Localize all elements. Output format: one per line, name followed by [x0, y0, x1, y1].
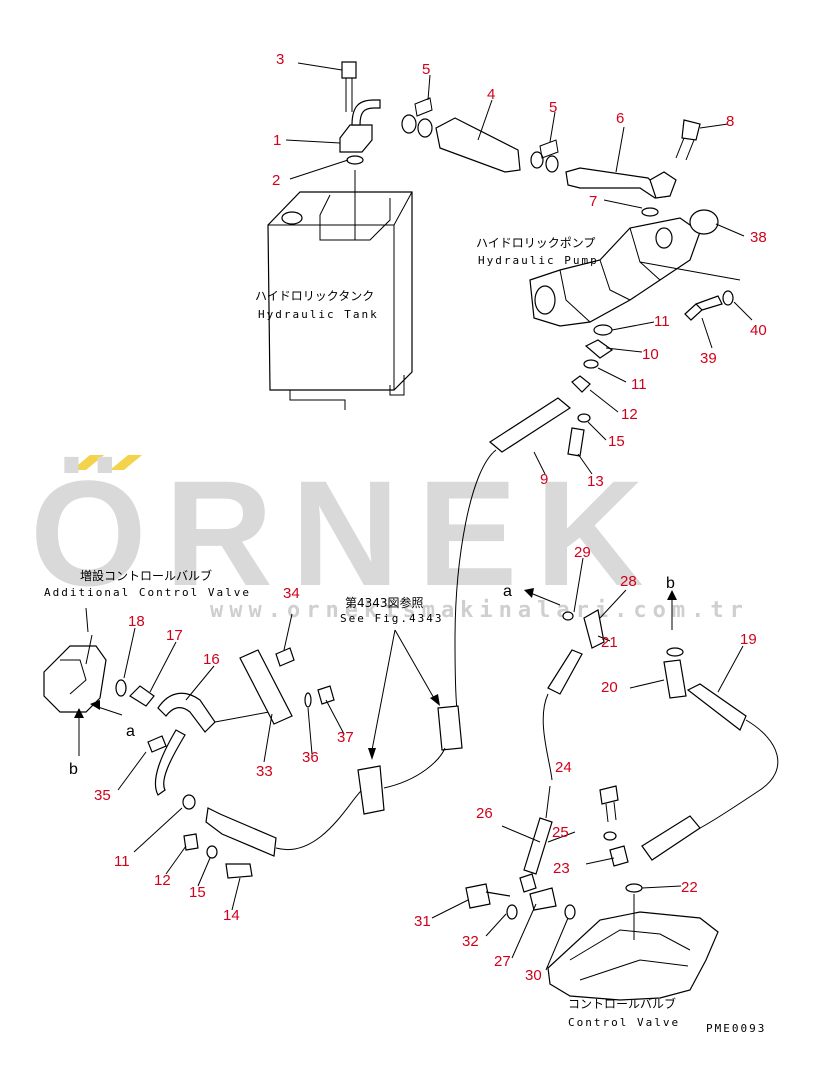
callout-10: 10: [642, 346, 659, 363]
o-ring-38: [689, 209, 719, 235]
bracket-33: [239, 649, 293, 725]
callout-5a: 5: [422, 61, 430, 78]
callout-11c: 11: [114, 853, 130, 870]
clip-lower: [357, 765, 385, 815]
callout-35: 35: [94, 787, 111, 804]
washer-40: [722, 290, 734, 306]
fig-ref-leaders: [371, 629, 436, 751]
hose-mid-run: [383, 747, 446, 789]
callout-12a: 12: [621, 406, 638, 423]
callout-15a: 15: [608, 433, 625, 450]
callout-23: 23: [553, 860, 570, 877]
o-ring-11-left: [182, 794, 196, 810]
callout-leaders: [117, 62, 753, 971]
callout-13: 13: [587, 473, 604, 490]
callout-7: 7: [589, 193, 597, 210]
callout-32: 32: [462, 933, 479, 950]
arrow-a-right: [527, 591, 561, 606]
drawing-code: PME0093: [706, 1022, 766, 1035]
bolt-14: [225, 863, 253, 879]
callout-11b: 11: [631, 376, 647, 393]
callout-5b: 5: [549, 99, 557, 116]
cv-label-jp: コントロールバルブ: [568, 996, 676, 1011]
callout-1: 1: [273, 132, 281, 149]
callout-9: 9: [540, 471, 548, 488]
fig-ref-jp: 第4343図参照: [345, 595, 424, 610]
hose-left: [205, 807, 277, 857]
washer-32: [506, 904, 518, 920]
nut-37: [317, 685, 335, 705]
callout-37: 37: [337, 729, 354, 746]
bolt-34: [275, 647, 295, 667]
washer-15-left: [206, 845, 218, 859]
bolt-31: [465, 883, 511, 909]
callout-36: 36: [302, 749, 319, 766]
letter-a-right: a: [503, 583, 512, 600]
callout-38: 38: [750, 229, 767, 246]
callout-26: 26: [476, 805, 493, 822]
callout-18: 18: [128, 613, 145, 630]
pump-label-jp: ハイドロリックポンプ: [476, 236, 595, 250]
callout-31: 31: [414, 913, 431, 930]
callout-34: 34: [283, 585, 300, 602]
callout-19: 19: [740, 631, 757, 648]
callout-22: 22: [681, 879, 698, 896]
callout-25: 25: [552, 824, 569, 841]
callout-2: 2: [272, 172, 280, 189]
callout-33: 33: [256, 763, 273, 780]
tank-top-piping: [339, 61, 701, 217]
callout-30: 30: [525, 967, 542, 984]
callout-24: 24: [555, 759, 572, 776]
acv-label-en: Additional Control Valve: [44, 586, 251, 599]
callout-6: 6: [616, 110, 624, 127]
bolt-39: [684, 295, 723, 321]
callout-3: 3: [276, 51, 284, 68]
callout-8: 8: [726, 113, 734, 130]
pump-label-en: Hydraulic Pump: [478, 254, 599, 267]
callout-39: 39: [700, 350, 717, 367]
cv-label-en: Control Valve: [568, 1016, 680, 1029]
watermark-brand: ÖRNEK: [30, 449, 662, 617]
letter-a-left: a: [126, 723, 135, 740]
fig-ref-en: See Fig.4343: [340, 612, 443, 625]
watermark-url: www.ornekismakinalari.com.tr: [210, 598, 749, 623]
additional-control-valve: [43, 607, 281, 796]
watermark-accent-left: [72, 455, 104, 470]
acv-label-jp: 増設コントロールバルブ: [80, 568, 212, 583]
hydraulic-tank: [267, 170, 413, 410]
part-numbers: 3 5 4 5 6 8 1 2 7 38 11 40 10 39 11 12 1…: [94, 51, 767, 984]
callout-40: 40: [750, 322, 767, 339]
letter-b-left: b: [69, 761, 78, 778]
clamp-12-left: [183, 833, 199, 851]
tank-label-en: Hydraulic Tank: [258, 308, 379, 321]
hose-left-run: [275, 789, 363, 851]
callout-14: 14: [223, 907, 240, 924]
clip-upper: [437, 705, 463, 751]
callout-20: 20: [601, 679, 618, 696]
washer-36: [304, 692, 312, 708]
callout-17: 17: [166, 627, 183, 644]
letter-b-right: b: [666, 575, 675, 592]
watermark-accent-right: [110, 455, 142, 470]
fig-ref-arrowheads: [368, 694, 440, 760]
callout-28: 28: [620, 573, 637, 590]
callout-11a: 11: [654, 313, 670, 330]
callout-29: 29: [574, 544, 591, 561]
watermark: ÖRNEK www.ornekismakinalari.com.tr: [30, 449, 749, 623]
callout-27: 27: [494, 953, 511, 970]
callout-12b: 12: [154, 872, 171, 889]
tank-label-jp: ハイドロリックタンク: [255, 289, 374, 303]
callout-21: 21: [601, 634, 618, 651]
callout-16: 16: [203, 651, 220, 668]
callout-15b: 15: [189, 884, 206, 901]
callout-4: 4: [487, 86, 495, 103]
control-valve: [547, 894, 719, 1001]
